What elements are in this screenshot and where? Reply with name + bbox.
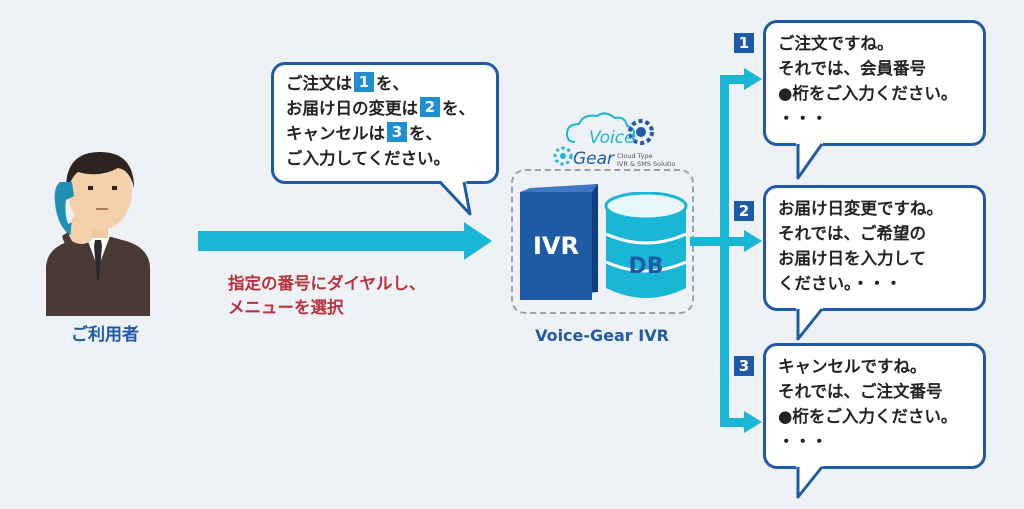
ivr-label: IVR — [533, 232, 579, 260]
instruction-line-1: 指定の番号にダイヤルし、 — [228, 274, 426, 293]
branch-arrows — [690, 68, 762, 433]
logo-word-gear: Gear — [573, 149, 615, 169]
voice-gear-logo: Voice Gear Cloud Type IVR & SMS Solution — [553, 112, 675, 169]
option-number-2: 2 — [420, 97, 440, 117]
response-3-line-2: それでは、ご注文番号 — [778, 382, 943, 401]
prompt-bubble-tail — [438, 180, 472, 216]
response-2-tail — [796, 307, 824, 341]
response-1-line-3: ●桁をご入力ください。 — [778, 84, 958, 103]
response-1-line-2: それでは、会員番号 — [778, 59, 927, 78]
db-label: DB — [628, 254, 663, 279]
response-1-line-1: ご注文ですね。 — [778, 34, 894, 53]
response-number-1: 1 — [734, 33, 754, 53]
database-icon: DB — [604, 192, 688, 298]
logo-sub-1: Cloud Type — [617, 152, 653, 160]
response-2-line-4: ください。・・・ — [778, 274, 902, 293]
response-number-3: 3 — [734, 356, 754, 376]
response-3-line-3: ●桁をご入力ください。 — [778, 407, 958, 426]
prompt-line-4: ご入力してください。 — [286, 149, 451, 168]
logo-word-voice: Voice — [589, 128, 635, 148]
user-label: ご利用者 — [71, 325, 139, 345]
instruction-text: 指定の番号にダイヤルし、 メニューを選択 — [228, 272, 426, 320]
response-3-line-1: キャンセルですね。 — [778, 357, 927, 376]
call-flow-arrow — [198, 222, 492, 260]
response-number-2: 2 — [734, 201, 754, 221]
response-bubble-2: お届け日変更ですね。 それでは、ご希望の お届け日を入力して ください。・・・ — [763, 185, 986, 311]
caller-with-phone-icon — [46, 152, 150, 316]
instruction-line-2: メニューを選択 — [228, 298, 344, 317]
response-bubble-1: ご注文ですね。 それでは、会員番号 ●桁をご入力ください。 ・・・ — [763, 20, 986, 146]
response-2-line-2: それでは、ご希望の — [778, 224, 927, 243]
ivr-server-icon: IVR — [520, 184, 598, 300]
response-bubble-3: キャンセルですね。 それでは、ご注文番号 ●桁をご入力ください。 ・・・ — [763, 343, 986, 469]
response-2-line-1: お届け日変更ですね。 — [778, 199, 943, 218]
option-number-3: 3 — [387, 122, 407, 142]
system-label: Voice-Gear IVR — [535, 326, 669, 345]
response-2-line-3: お届け日を入力して — [778, 249, 927, 268]
response-3-tail — [796, 465, 824, 499]
response-3-line-4: ・・・ — [778, 432, 828, 451]
option-number-1: 1 — [354, 72, 374, 92]
logo-sub-2: IVR & SMS Solution — [617, 160, 675, 168]
response-1-tail — [796, 142, 824, 180]
response-1-line-4: ・・・ — [778, 109, 828, 128]
